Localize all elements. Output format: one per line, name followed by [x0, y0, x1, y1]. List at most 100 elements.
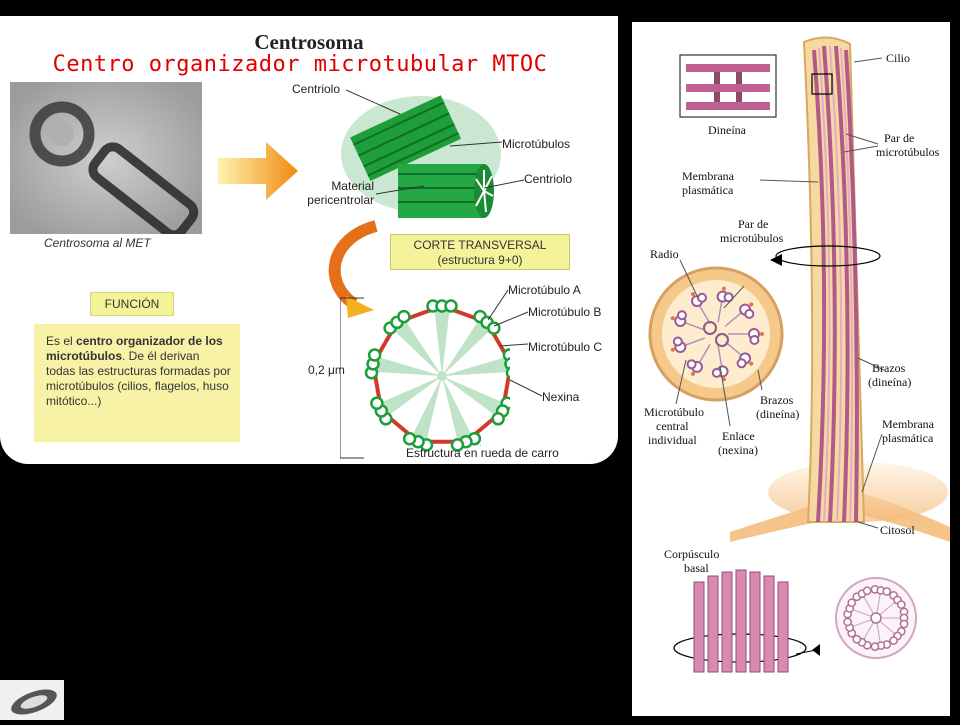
- label-brazos: Brazos: [872, 361, 906, 375]
- centrosome-panel: Centrosoma Centro organizador microtubul…: [0, 16, 618, 464]
- desc-text-rest: . De él derivan todas las estructuras fo…: [46, 349, 231, 408]
- triplet: [847, 598, 857, 608]
- doublet: [749, 334, 760, 345]
- microtubule-triplet: [397, 309, 411, 324]
- cilium-panel: Cilio Dineína Par de microtúbulos Membra…: [632, 22, 950, 716]
- label-pericentrolar: pericentrolar: [307, 193, 374, 207]
- label-nexina: Nexina: [542, 390, 580, 404]
- cartwheel-diagram: [340, 297, 510, 459]
- centriole-illustration: [341, 95, 501, 218]
- label-pm-microtubulos: microtúbulos: [720, 231, 784, 245]
- dynein-arm: [760, 332, 764, 336]
- logo: [0, 680, 64, 720]
- triplet: [843, 617, 852, 627]
- label-microtubulo-b: Microtúbulo B: [528, 305, 602, 319]
- triplet: [899, 619, 909, 629]
- function-label: FUNCIÓN: [90, 292, 174, 316]
- microtubule-triplet: [402, 431, 417, 446]
- triplet: [896, 600, 906, 609]
- spoke: [391, 317, 442, 376]
- label-enlace: Enlace: [722, 429, 755, 443]
- hub: [437, 371, 447, 381]
- page-title: Centrosoma: [254, 30, 364, 54]
- dynein-arm: [721, 377, 726, 382]
- microtubule-triplet: [370, 396, 384, 410]
- doublet: [696, 292, 707, 303]
- cross-section-box: CORTE TRANSVERSAL (estructura 9+0): [390, 234, 570, 270]
- hub: [870, 612, 882, 624]
- spoke: [442, 317, 493, 376]
- triplet: [882, 587, 892, 596]
- doublet: [711, 367, 722, 378]
- spoke: [442, 376, 507, 418]
- label-citosol: Citosol: [880, 523, 915, 537]
- doublet: [744, 308, 755, 319]
- label-corpusculo: Corpúsculo: [664, 547, 720, 561]
- cross-section-title: CORTE TRANSVERSAL: [413, 238, 547, 252]
- cilium-illustration: [648, 36, 950, 673]
- dynein-arm: [691, 371, 695, 376]
- spoke: [377, 376, 442, 418]
- leader-lines: [480, 289, 543, 446]
- label-material: Material: [331, 179, 374, 193]
- label-dineina: Dineína: [708, 123, 746, 137]
- logo-image: [11, 689, 57, 715]
- label-individual: individual: [648, 433, 697, 447]
- label-centriolo-top: Centriolo: [292, 82, 341, 96]
- label-nexina: (nexina): [718, 443, 758, 457]
- label-cilio: Cilio: [886, 51, 911, 65]
- label-microtubulo-c: Microtúbulo C: [528, 340, 603, 354]
- leader-line: [484, 179, 525, 189]
- label-plasmatica: plasmática: [682, 183, 734, 197]
- triplet: [862, 586, 872, 596]
- dynein-arm: [670, 316, 675, 321]
- label-pm-par-de: Par de: [738, 217, 769, 231]
- met-caption: Centrosoma al MET: [44, 236, 151, 250]
- microtubule-triplet: [504, 357, 510, 371]
- label-dineina-arms: (dineína): [868, 375, 912, 389]
- spoke: [410, 376, 442, 445]
- desc-bold: centro organizador de los microtúbulos: [46, 334, 223, 363]
- label-dineina-2: (dineína): [756, 407, 800, 421]
- dynein-arm: [670, 347, 675, 352]
- dynein-arm: [691, 292, 695, 297]
- leader-line: [450, 141, 503, 147]
- triplet: [870, 642, 880, 651]
- microtubule-triplet: [367, 348, 382, 362]
- page-subtitle: Centro organizador microtubular MTOC: [52, 52, 548, 77]
- cartwheel: [364, 299, 510, 452]
- label-plasmatica-b: plasmática: [882, 431, 934, 445]
- label-membrana: Membrana: [682, 169, 734, 183]
- leader-line: [346, 89, 401, 115]
- microtubule-triplet: [505, 366, 510, 379]
- spoke: [434, 306, 450, 376]
- label-centriolo-right: Centriolo: [524, 172, 573, 186]
- label-basal: basal: [684, 561, 709, 575]
- label-rueda: Estructura en rueda de carro: [406, 446, 559, 460]
- doublet: [723, 292, 734, 303]
- doublet: [686, 359, 697, 370]
- right-arrow-icon: [218, 142, 298, 200]
- label-microtubulo: Microtúbulo: [644, 405, 704, 419]
- dynein-arm: [721, 286, 726, 291]
- cross-section-structure: (estructura 9+0): [437, 253, 523, 267]
- label-microtubulos: Microtúbulos: [502, 137, 571, 151]
- label-microtubulos: microtúbulos: [876, 145, 940, 159]
- microtubule-triplet: [491, 412, 505, 426]
- met-micrograph: [10, 82, 202, 240]
- label-microtubulo-a: Microtúbulo A: [508, 283, 581, 297]
- doublet: [672, 336, 683, 347]
- triplet: [852, 634, 862, 644]
- triplet: [889, 636, 898, 645]
- doublet: [676, 310, 687, 321]
- spoke: [442, 356, 510, 376]
- dynein-arm: [749, 361, 754, 366]
- scale-label: 0,2 μm: [308, 363, 345, 377]
- basal-ring: [843, 585, 909, 651]
- label-central: central: [656, 419, 689, 433]
- microtubule-triplet: [450, 438, 465, 452]
- dynein-arm: [749, 302, 754, 307]
- function-description: Es el centro organizador de los microtúb…: [34, 324, 240, 442]
- spoke: [442, 376, 474, 445]
- microtubule-triplet: [444, 299, 458, 313]
